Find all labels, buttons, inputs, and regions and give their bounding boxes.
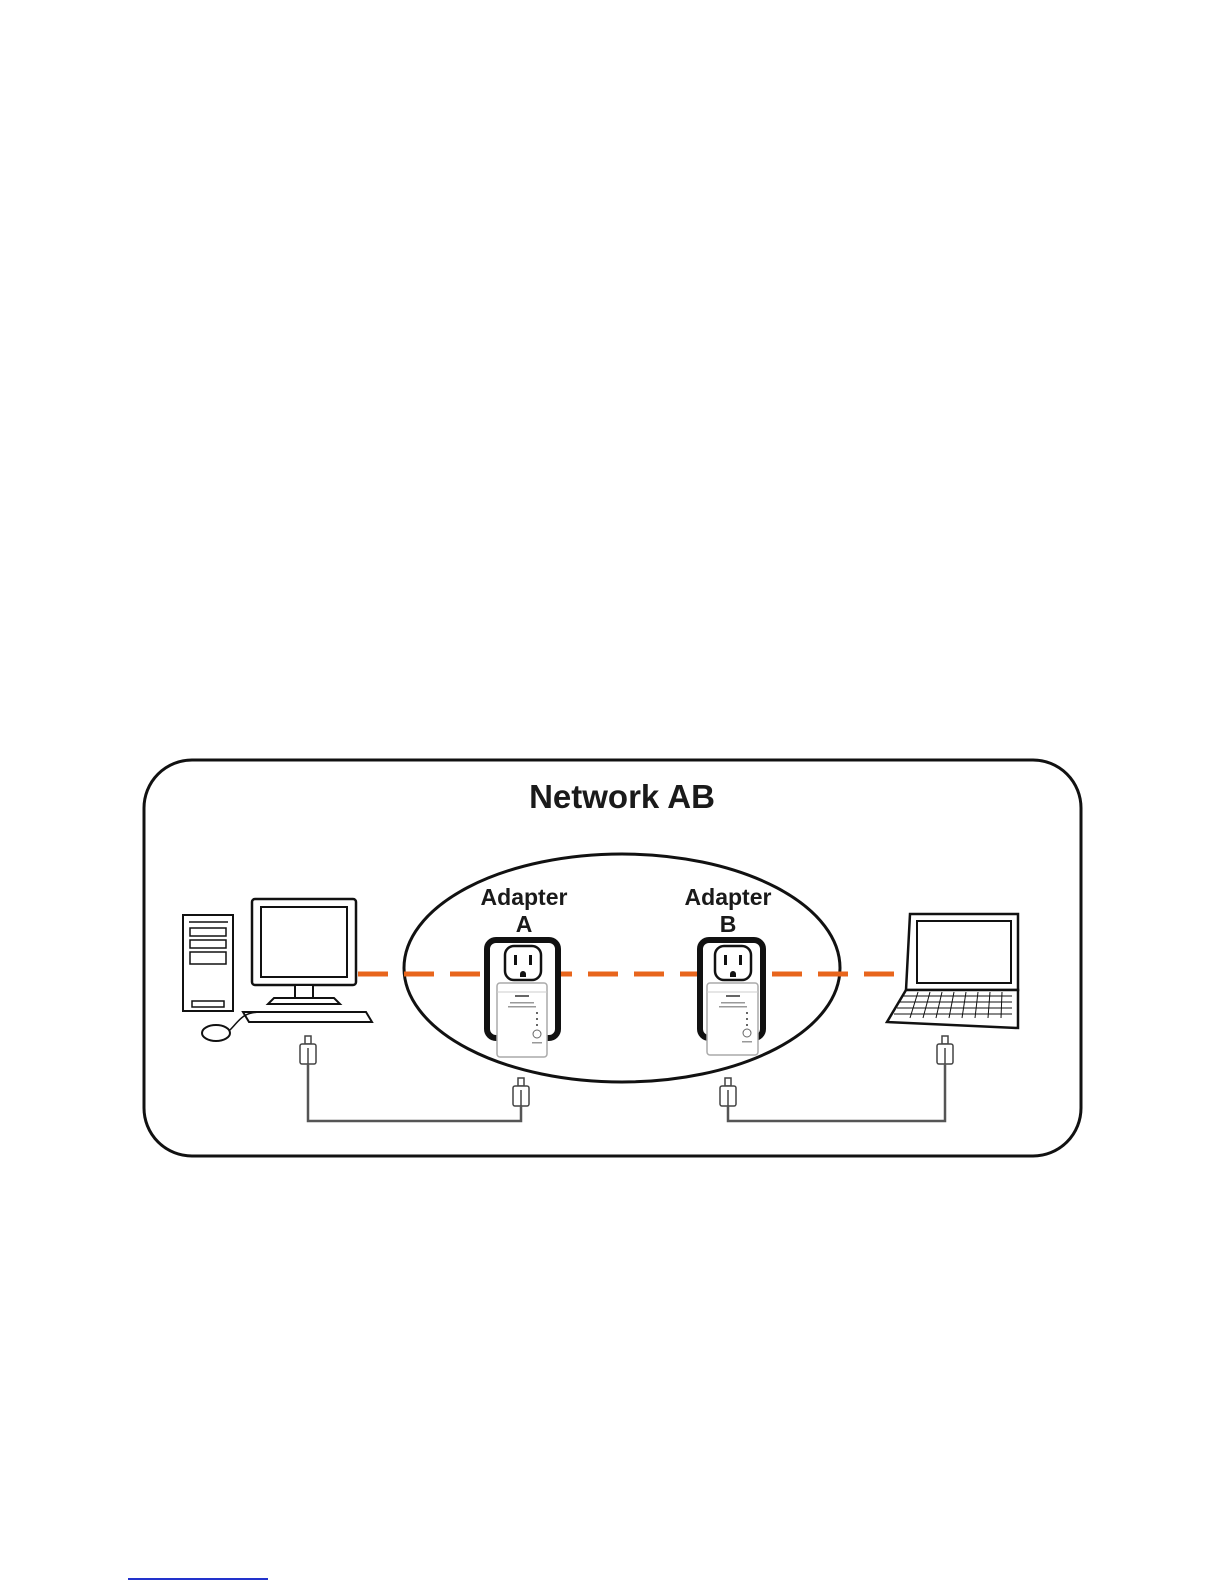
powerline-adapter-icon [707, 983, 758, 1055]
adapter-b-label-line1: Adapter [685, 884, 772, 910]
adapter-a-label-line1: Adapter [481, 884, 568, 910]
powerline-adapter-icon [497, 983, 547, 1057]
power-outlet-icon [715, 946, 751, 980]
keyboard [243, 1012, 372, 1022]
adapter-a-label-line2: A [516, 911, 533, 937]
network-title: Network AB [529, 778, 715, 815]
footer-link-underline [128, 1578, 268, 1580]
power-outlet-icon [505, 946, 541, 980]
adapter-b-label-line2: B [720, 911, 737, 937]
